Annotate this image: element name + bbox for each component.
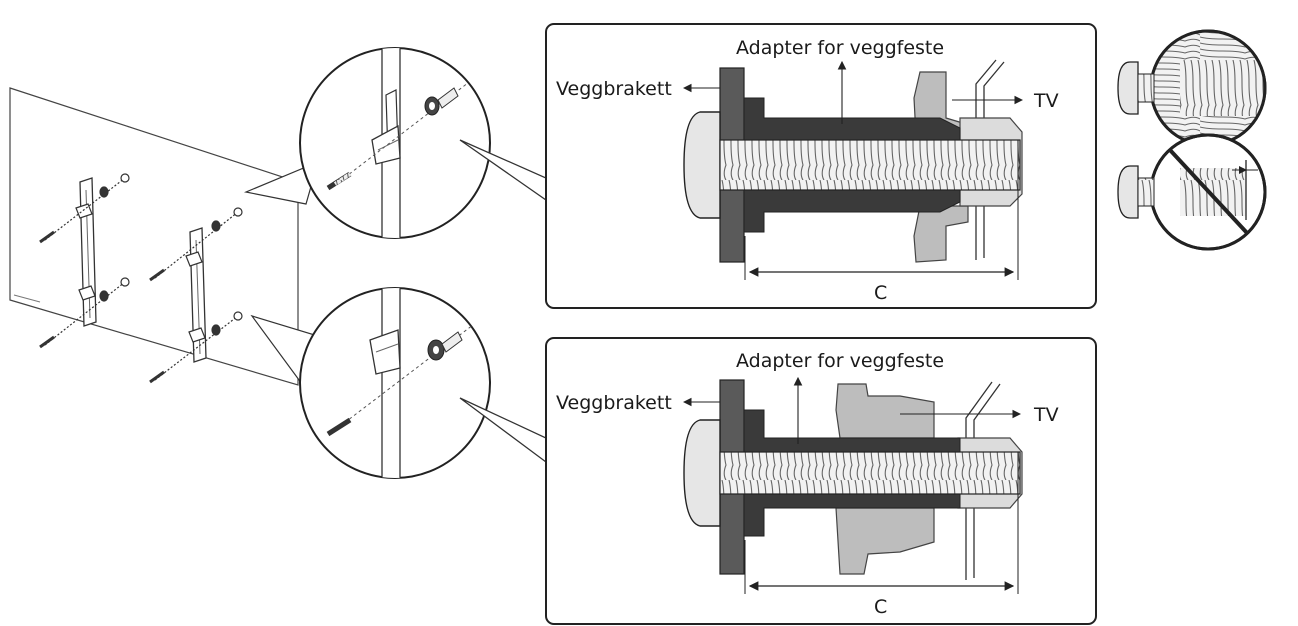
screw-shaft xyxy=(719,451,1021,495)
screw-head-icon xyxy=(1117,61,1139,115)
tv-housing-upper xyxy=(835,383,935,439)
tv-housing-lower xyxy=(913,205,969,263)
bracket-label: Veggbrakett xyxy=(556,392,672,414)
tv-label: TV xyxy=(1033,404,1059,426)
screw-set-4 xyxy=(149,311,243,384)
incorrect-screw-example xyxy=(1117,133,1267,251)
screw-set-1 xyxy=(39,173,130,244)
adapter-lower xyxy=(743,189,961,233)
screw-head xyxy=(683,111,721,219)
screw-set-3 xyxy=(149,207,243,282)
screw-set-2 xyxy=(39,277,130,349)
tv-panel-line xyxy=(965,381,993,580)
correct-screw-example xyxy=(1117,29,1267,147)
tv-housing-lower xyxy=(835,507,935,575)
adapter-label: Adapter for veggfeste xyxy=(736,350,944,372)
overview-screws xyxy=(39,173,243,384)
zoom-circle-top xyxy=(299,47,491,239)
screw-head xyxy=(683,419,721,527)
prohibited-slash-icon xyxy=(1168,148,1250,236)
detail-box-bottom: Adapter for veggfeste Veggbrakett TV C xyxy=(545,337,1097,625)
tv-back-panel xyxy=(9,87,299,386)
tv-label: TV xyxy=(1033,90,1059,112)
adapter-label: Adapter for veggfeste xyxy=(736,37,944,59)
dimension-label: C xyxy=(874,282,887,304)
dimension-label: C xyxy=(874,596,887,618)
screw-head-icon xyxy=(1117,165,1139,219)
zoom-circle-bottom xyxy=(299,287,491,479)
bracket-label: Veggbrakett xyxy=(556,78,672,100)
wall-bracket-right xyxy=(185,227,207,363)
screw-shaft xyxy=(719,139,1021,191)
wall-bracket-left xyxy=(75,177,97,327)
detail-box-top: Adapter for veggfeste Veggbrakett TV C xyxy=(545,23,1097,309)
